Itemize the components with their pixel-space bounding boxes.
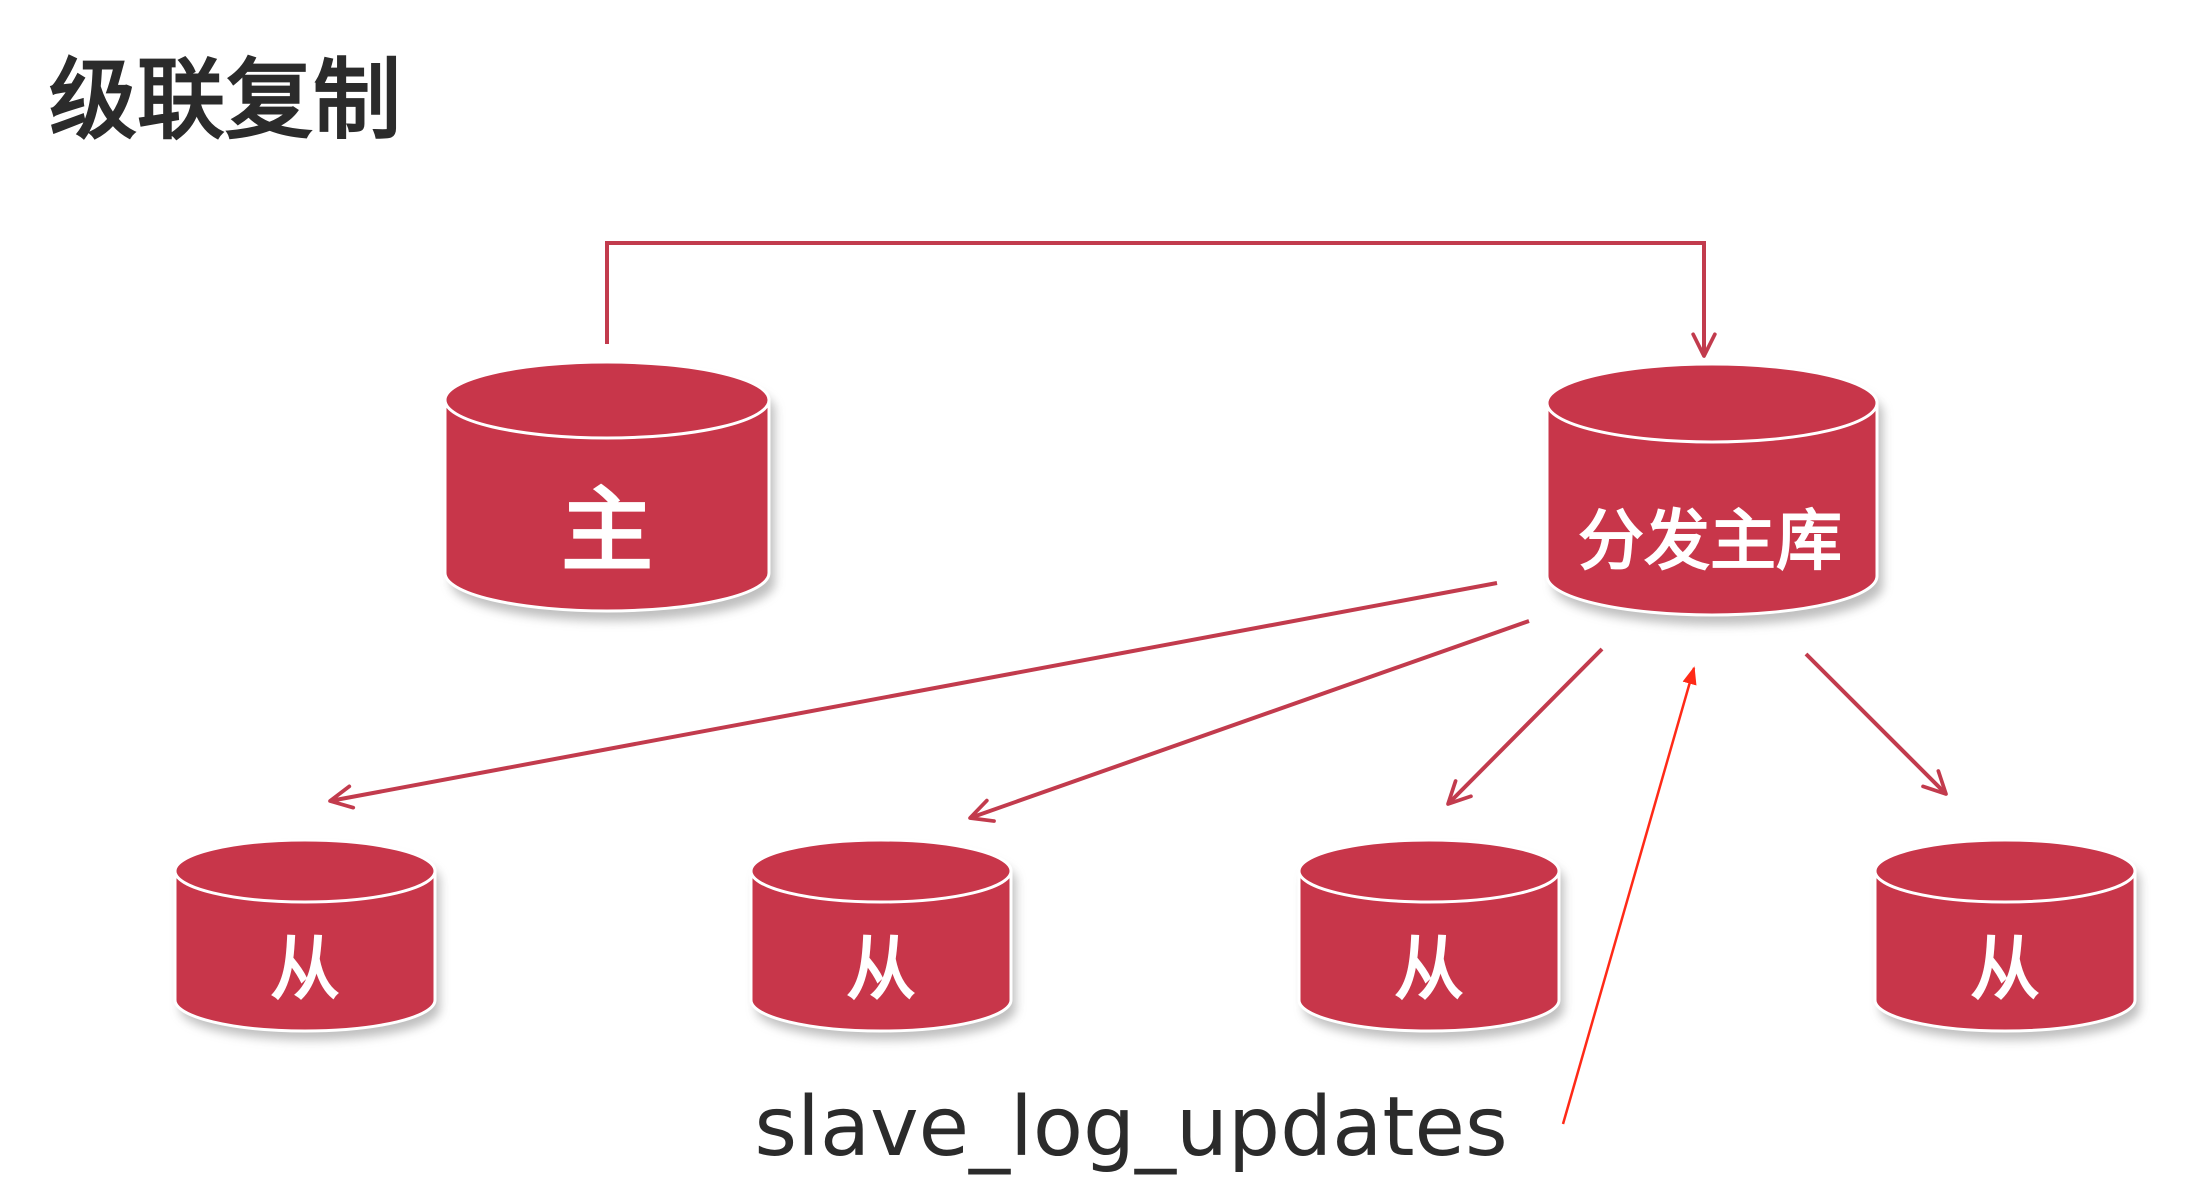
slave-node-4-label: 从 — [1970, 928, 2040, 1010]
slave-node-1-label: 从 — [270, 928, 340, 1010]
slave-node-1: 从 — [173, 838, 440, 1040]
slave-node-4: 从 — [1873, 838, 2140, 1040]
distributor-node-label: 分发主库 — [1578, 503, 1842, 580]
slave-node-3-label: 从 — [1394, 928, 1464, 1010]
distributor-node-top — [1545, 362, 1879, 444]
master-node-top — [443, 360, 771, 440]
slave-node-3: 从 — [1297, 838, 1564, 1040]
slave-node-2-top — [749, 838, 1013, 904]
slave-node-2-label: 从 — [846, 928, 916, 1010]
slave-node-1-top — [173, 838, 437, 904]
connector-distributor-to-slave-4 — [1804, 652, 1948, 796]
connector-distributor-to-slave-3 — [1446, 647, 1604, 806]
master-node-label: 主 — [561, 478, 653, 585]
connector-distributor-to-slave-2 — [968, 619, 1530, 823]
connector-master-to-distributor — [605, 241, 1717, 358]
slave-node-2: 从 — [749, 838, 1016, 1040]
connector-distributor-to-slave-1 — [328, 581, 1498, 810]
page-title: 级联复制 — [49, 49, 401, 152]
distributor-node: 分发主库 — [1545, 362, 1883, 625]
slave-node-3-top — [1297, 838, 1561, 904]
annotation-arrow — [1561, 666, 1697, 1125]
annotation-label: slave_log_updates — [754, 1080, 1507, 1175]
slave-node-4-top — [1873, 838, 2137, 904]
master-node: 主 — [443, 360, 775, 621]
